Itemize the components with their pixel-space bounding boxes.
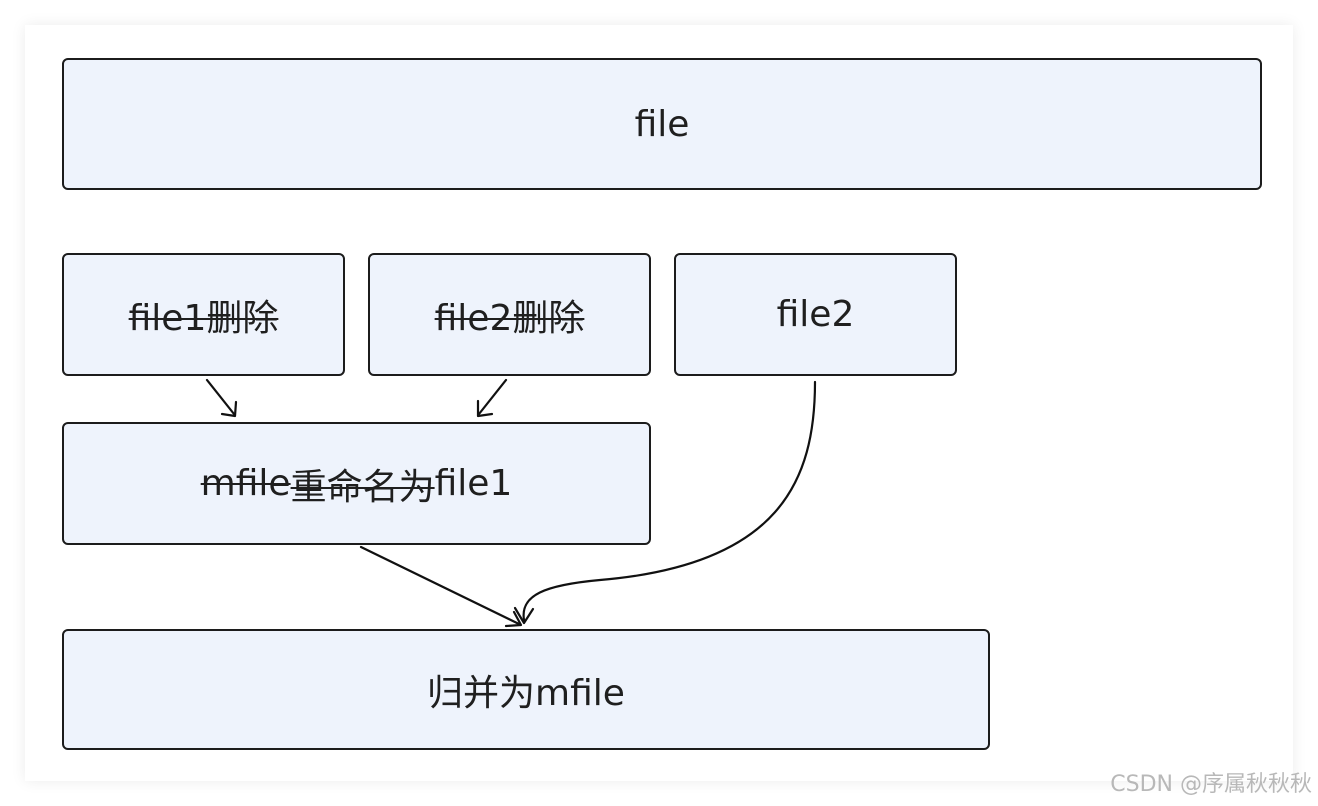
node-rename-label-struck-part2: 重命名为 <box>290 466 435 508</box>
node-file2-delete: file2删除 <box>368 253 651 376</box>
node-file1-delete-label: file1删除 <box>128 297 279 339</box>
node-merge: 归并为mfile <box>62 629 990 750</box>
node-file2-delete-label: file2删除 <box>434 297 585 339</box>
node-rename-label-struck: mfile <box>200 463 291 504</box>
node-file1-delete: file1删除 <box>62 253 345 376</box>
watermark: CSDN @序属秋秋秋 <box>1110 772 1312 797</box>
node-file: file <box>62 58 1262 190</box>
node-merge-label: 归并为mfile <box>427 672 625 714</box>
node-file-label: file <box>634 103 690 145</box>
node-rename-label-rest: file1 <box>434 463 513 504</box>
node-file2: file2 <box>674 253 957 376</box>
node-file2-label: file2 <box>776 294 855 335</box>
